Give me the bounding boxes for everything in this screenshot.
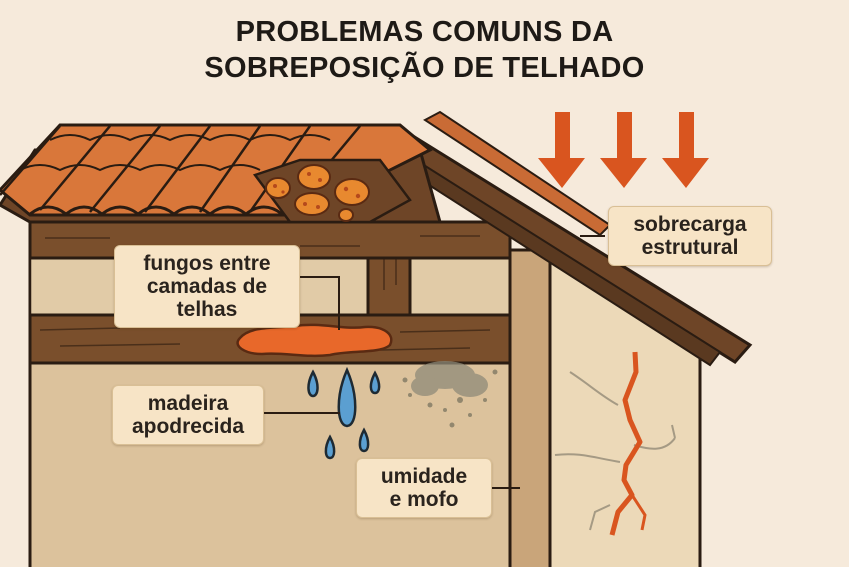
label-moisture-line-1: umidade: [380, 465, 468, 488]
label-overload: sobrecarga estrutural: [608, 206, 772, 266]
label-rot-line-1: madeira: [147, 392, 229, 415]
label-overload-line-2: estrutural: [641, 236, 739, 259]
label-rot: madeira apodrecida: [112, 385, 264, 445]
title-line-1: PROBLEMAS COMUNS DA: [235, 16, 614, 48]
crack-icon: [554, 351, 676, 536]
page-title: PROBLEMAS COMUNS DA SOBREPOSIÇÃO DE TELH…: [0, 14, 849, 86]
label-fungi-line-2: camadas de telhas: [146, 275, 268, 321]
label-moisture: umidade e mofo: [356, 458, 492, 518]
fungus-icon: [265, 164, 370, 222]
label-overload-line-1: sobrecarga: [633, 213, 747, 236]
label-rot-line-2: apodrecida: [131, 415, 245, 438]
mold-icon: [402, 361, 498, 428]
label-fungi: fungos entre camadas de telhas: [114, 245, 300, 328]
leader-lines: [264, 235, 605, 489]
label-moisture-line-2: e mofo: [389, 488, 459, 511]
title-line-2: SOBREPOSIÇÃO DE TELHADO: [204, 52, 645, 84]
water-drop-icon: [307, 366, 381, 460]
rot-stain: [236, 323, 393, 358]
corner-post: [508, 248, 552, 567]
down-arrow-icon: [538, 112, 709, 188]
label-fungi-line-1: fungos entre: [143, 252, 271, 275]
